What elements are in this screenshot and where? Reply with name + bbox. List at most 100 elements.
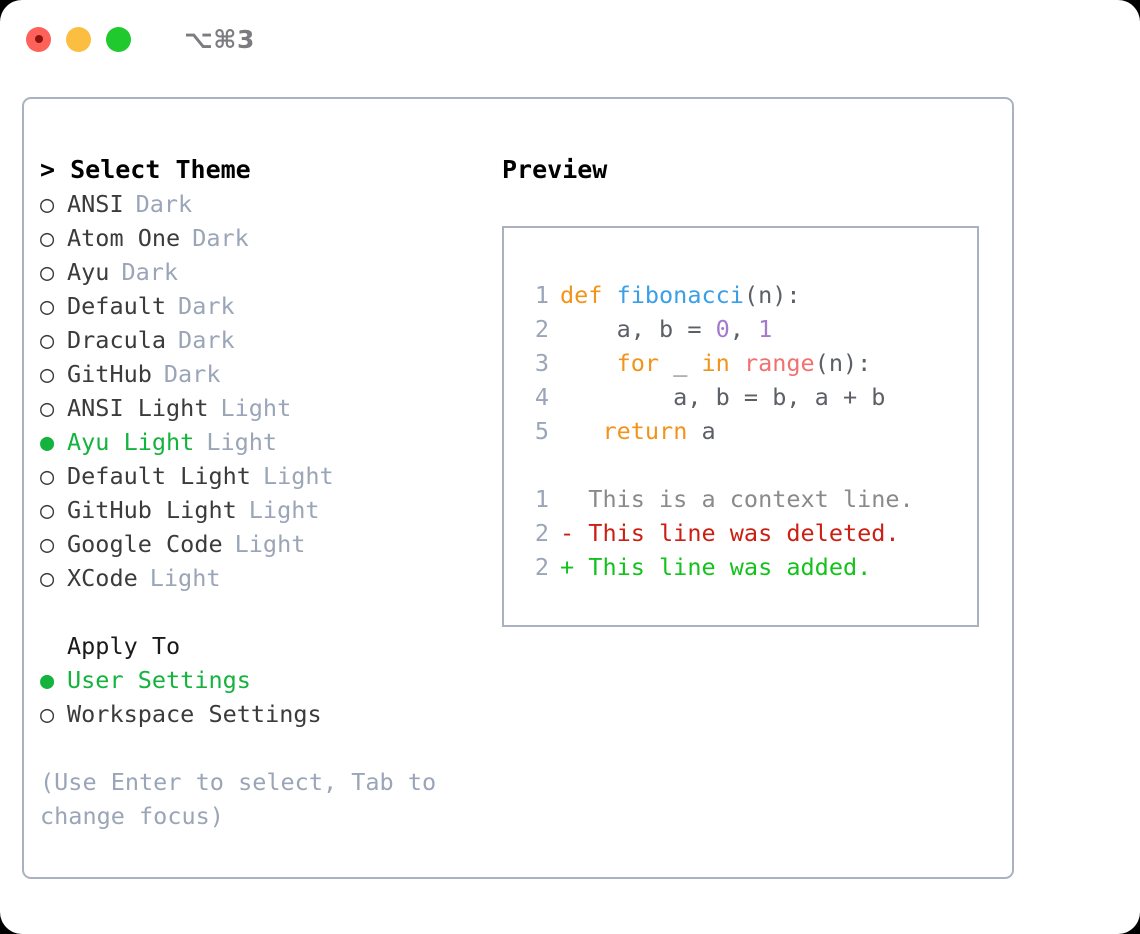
title-bar: ⌥⌘3 <box>0 0 1140 78</box>
code-token: (n): <box>743 281 801 309</box>
theme-name-label: XCode <box>67 564 138 592</box>
apply-to-heading: Apply To <box>67 632 181 660</box>
apply-to-option-list[interactable]: ●User Settings ○ Workspace Settings <box>40 663 492 731</box>
radio-selected-icon: ● <box>40 428 55 456</box>
theme-name-label: ANSI Light <box>67 394 209 422</box>
radio-unselected-icon: ○ <box>40 462 55 490</box>
minimize-window-button[interactable] <box>66 26 91 52</box>
line-number: 2 <box>534 553 549 581</box>
theme-kind-label: Dark <box>192 224 249 252</box>
theme-kind-label: Light <box>149 564 221 592</box>
theme-list-item[interactable]: ○ Default Dark <box>40 289 492 323</box>
theme-list-item[interactable]: ○ ANSI Dark <box>40 187 492 221</box>
code-token: (n): <box>814 349 872 377</box>
code-token: a, b = <box>560 315 716 343</box>
theme-kind-label: Dark <box>178 292 235 320</box>
code-line: 1 def fibonacci(n): <box>504 278 977 312</box>
code-token: range <box>743 349 815 377</box>
theme-kind-label: Dark <box>178 326 235 354</box>
line-number: 1 <box>534 485 549 513</box>
theme-kind-label: Light <box>234 530 306 558</box>
keyboard-shortcut-label: ⌥⌘3 <box>184 24 255 54</box>
diff-sample: 1 This is a context line. 2 - This line wa… <box>504 482 977 584</box>
theme-name-label: ANSI <box>67 190 124 218</box>
code-token: 1 <box>758 315 773 343</box>
radio-selected-icon: ● <box>40 666 55 694</box>
code-token: _ <box>659 349 702 377</box>
maximize-window-button[interactable] <box>106 26 131 52</box>
line-number: 1 <box>534 281 549 309</box>
code-token: 0 <box>715 315 730 343</box>
radio-unselected-icon: ○ <box>40 224 55 252</box>
code-token: + This line was added. <box>560 553 872 581</box>
select-theme-heading: > Select Theme <box>40 155 251 184</box>
radio-unselected-icon: ○ <box>40 394 55 422</box>
theme-list-item[interactable]: ○ Ayu Dark <box>40 255 492 289</box>
keyboard-hint-text: (Use Enter to select, Tab to change focu… <box>40 768 451 830</box>
line-number: 4 <box>534 383 549 411</box>
theme-list-item[interactable]: ○ Atom One Dark <box>40 221 492 255</box>
theme-name-label: GitHub Light <box>67 496 237 524</box>
apply-to-section: Apply To ●User Settings ○ Workspace Settin… <box>40 629 492 731</box>
close-window-button[interactable] <box>26 26 51 52</box>
theme-kind-label: Dark <box>135 190 193 218</box>
radio-unselected-icon: ○ <box>40 360 55 388</box>
diff-line: 2 - This line was deleted. <box>504 516 977 550</box>
line-number: 3 <box>534 349 549 377</box>
code-token: a, b = b, a + b <box>560 383 886 411</box>
theme-name-label: Ayu <box>67 258 110 286</box>
theme-name-label: Default <box>67 292 167 320</box>
code-diff-separator <box>504 448 977 482</box>
code-token: return <box>602 417 688 445</box>
theme-name-label: GitHub <box>67 360 152 388</box>
code-line: 5 return a <box>504 414 977 448</box>
apply-to-option[interactable]: ●User Settings <box>40 663 492 697</box>
theme-kind-label: Light <box>248 496 320 524</box>
radio-unselected-icon: ○ <box>40 292 55 320</box>
theme-name-label: Ayu Light <box>67 428 195 456</box>
apply-to-option[interactable]: ○ Workspace Settings <box>40 697 492 731</box>
code-token: def <box>560 281 617 309</box>
theme-kind-label: Light <box>206 428 278 456</box>
theme-name-label: Atom One <box>67 224 181 252</box>
theme-list-item[interactable]: ○ GitHub Dark <box>40 357 492 391</box>
code-line: 2 a, b = 0, 1 <box>504 312 977 346</box>
code-token: a <box>687 417 716 445</box>
code-token <box>560 414 602 448</box>
line-number: 2 <box>534 519 549 547</box>
theme-list-item[interactable]: ○ ANSI Light Light <box>40 391 492 425</box>
code-line: 3 for _ in range(n): <box>504 346 977 380</box>
radio-unselected-icon: ○ <box>40 258 55 286</box>
radio-unselected-icon: ○ <box>40 190 55 218</box>
diff-line: 1 This is a context line. <box>504 482 977 516</box>
code-token: - This line was deleted. <box>560 519 900 547</box>
line-number: 2 <box>534 315 549 343</box>
code-token: for <box>616 349 660 377</box>
traffic-light-group <box>26 26 131 52</box>
close-icon <box>34 35 43 43</box>
theme-kind-label: Dark <box>121 258 179 286</box>
theme-name-label: Google Code <box>67 530 223 558</box>
diff-line: 2 + This line was added. <box>504 550 977 584</box>
preview-heading: Preview <box>502 155 608 184</box>
code-token: fibonacci <box>616 281 744 309</box>
radio-unselected-icon: ○ <box>40 700 55 728</box>
radio-unselected-icon: ○ <box>40 326 55 354</box>
code-token <box>730 346 744 380</box>
theme-kind-label: Dark <box>163 360 221 388</box>
theme-kind-label: Light <box>220 394 292 422</box>
apply-to-option-label: Workspace Settings <box>67 700 322 728</box>
theme-list-item[interactable]: ● Ayu Light Light <box>40 425 492 459</box>
line-number: 5 <box>534 417 549 445</box>
